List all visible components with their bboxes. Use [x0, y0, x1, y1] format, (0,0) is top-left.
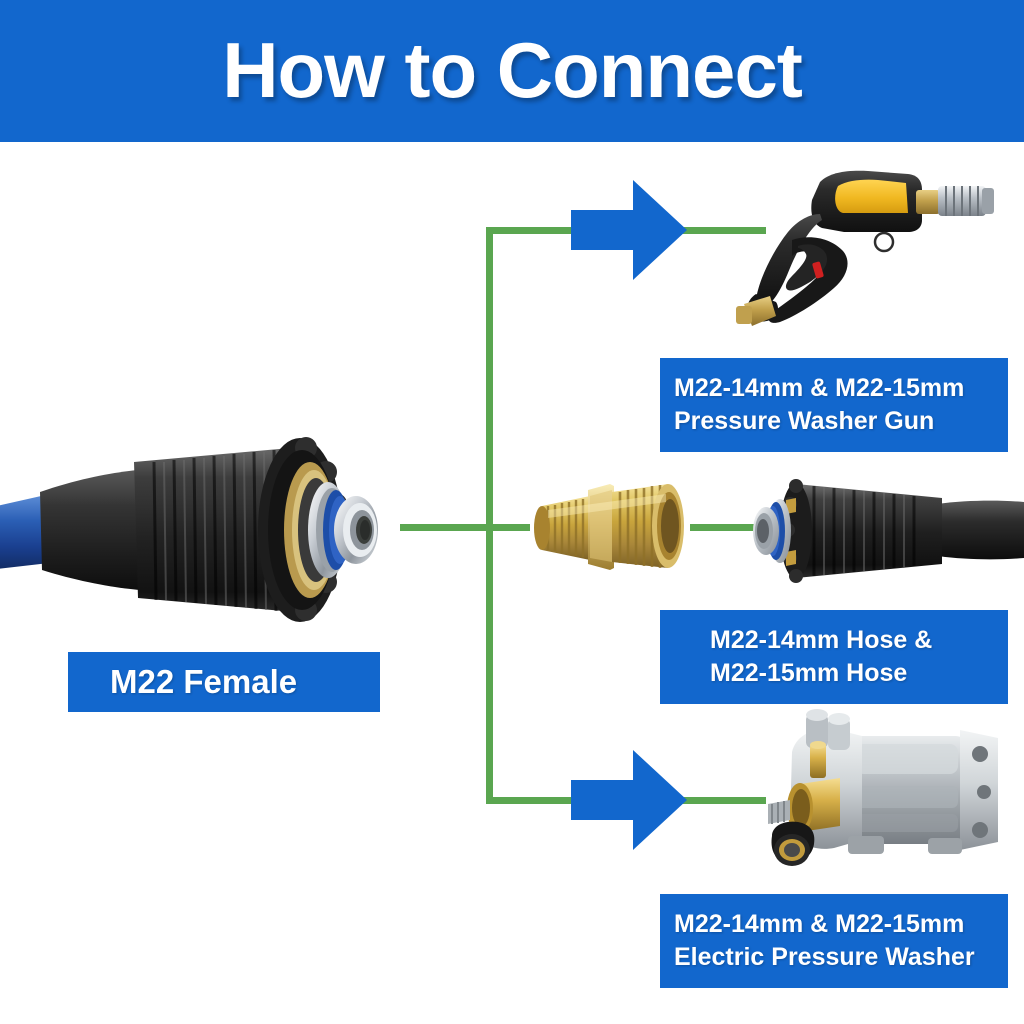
- electric-pressure-washer-pump-photo: [752, 700, 1024, 880]
- m22-hose-end-fitting-photo: [752, 460, 1024, 600]
- m22-female-hose-end-photo: [0, 420, 418, 640]
- label-hose-line-1: M22-14mm Hose &: [710, 626, 933, 654]
- arrow-right-icon-pump: [571, 750, 687, 850]
- connector-line-branch-hose-right: [690, 524, 800, 531]
- label-pressure-washer-gun-line-1: M22-14mm & M22-15mm: [674, 374, 965, 402]
- label-electric-pressure-washer-line-2: Electric Pressure Washer: [674, 943, 975, 971]
- connector-line-gun-tip: [676, 227, 766, 234]
- label-m22-female: M22 Female: [68, 652, 380, 712]
- label-hose: M22-14mm Hose & M22-15mm Hose: [660, 610, 1008, 704]
- pressure-washer-gun-photo: [726, 168, 1012, 348]
- label-pressure-washer-gun: M22-14mm & M22-15mm Pressure Washer Gun: [660, 358, 1008, 452]
- label-electric-pressure-washer-line-1: M22-14mm & M22-15mm: [674, 910, 965, 938]
- connector-line-pump-tip: [676, 797, 766, 804]
- label-electric-pressure-washer: M22-14mm & M22-15mm Electric Pressure Wa…: [660, 894, 1008, 988]
- brass-double-male-nipple-photo: [528, 468, 708, 584]
- connector-line-vertical-trunk: [486, 228, 493, 804]
- label-hose-line-2: M22-15mm Hose: [710, 659, 908, 687]
- connector-line-branch-hose-left: [400, 524, 530, 531]
- label-pressure-washer-gun-line-2: Pressure Washer Gun: [674, 407, 935, 435]
- connector-line-branch-gun: [486, 227, 586, 234]
- connector-line-branch-pump: [486, 797, 586, 804]
- arrow-right-icon-gun: [571, 180, 687, 280]
- label-m22-female-line-1: M22 Female: [110, 663, 298, 700]
- header-bar: [0, 0, 1024, 142]
- page-title: How to Connect: [222, 26, 803, 114]
